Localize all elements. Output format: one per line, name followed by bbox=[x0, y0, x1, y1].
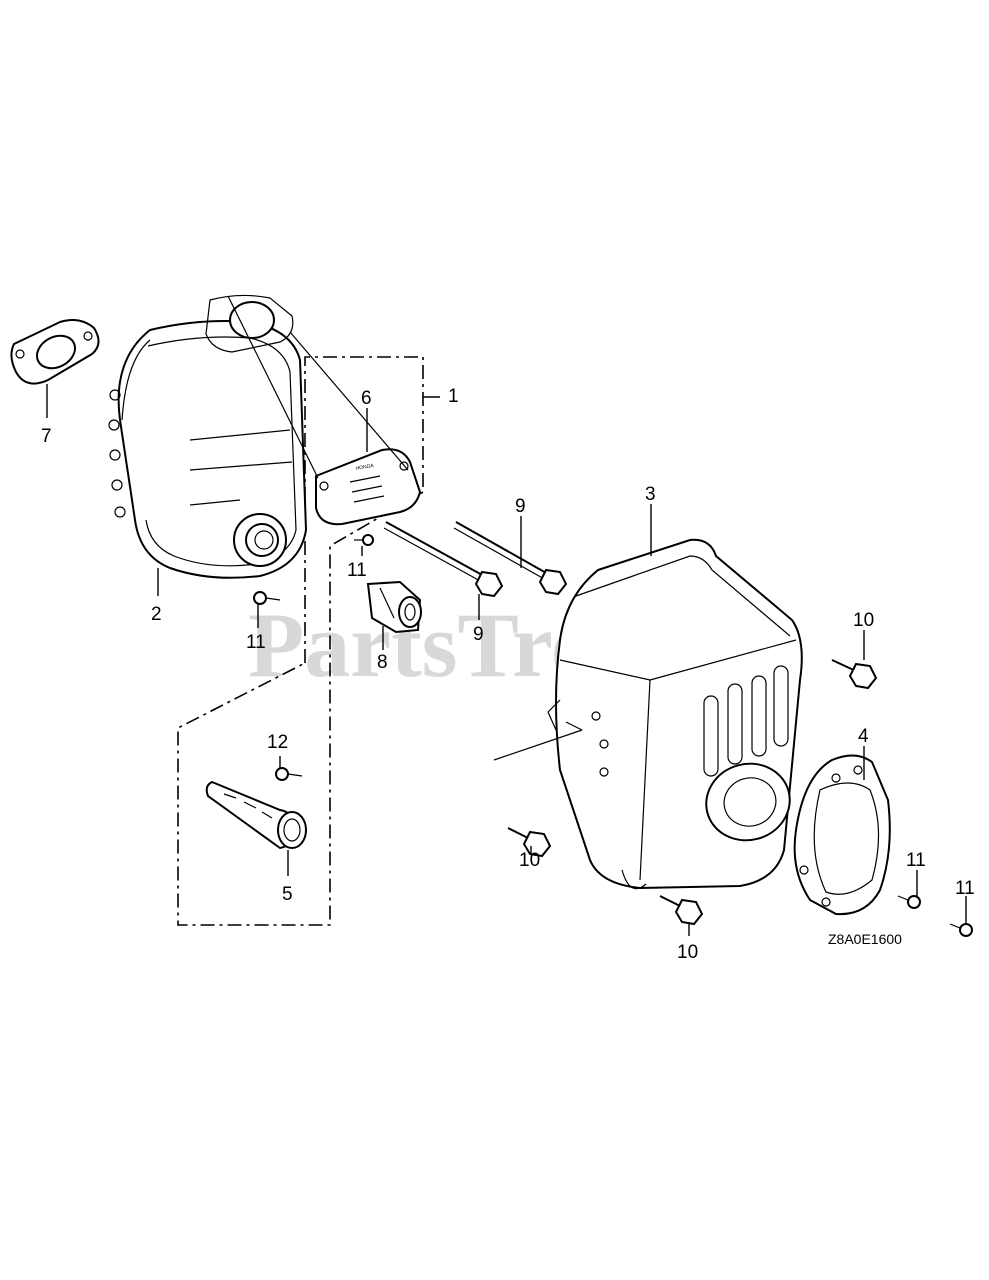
screw-part-11-b bbox=[253, 591, 281, 628]
callout-8: 8 bbox=[377, 652, 388, 673]
drawing-code: Z8A0E1600 bbox=[828, 931, 902, 947]
callout-11-c: 11 bbox=[906, 850, 926, 871]
arrester-part-5 bbox=[205, 780, 307, 876]
plate-part-6: HONDA bbox=[227, 295, 422, 526]
callout-11-a: 11 bbox=[347, 560, 367, 581]
joint-part-8 bbox=[366, 580, 422, 650]
callout-10-c: 10 bbox=[677, 942, 698, 963]
screw-part-11-a bbox=[354, 534, 374, 556]
callout-labels: 1 2 3 4 5 6 7 8 9 9 10 10 10 11 11 11 11… bbox=[41, 386, 975, 963]
callout-10-a: 10 bbox=[853, 610, 874, 631]
bolt-part-9-b bbox=[383, 521, 504, 620]
callout-2: 2 bbox=[151, 604, 162, 625]
callout-9-b: 9 bbox=[473, 624, 484, 645]
callout-12: 12 bbox=[267, 732, 288, 753]
bolt-part-9-a bbox=[453, 516, 568, 596]
callout-7: 7 bbox=[41, 426, 52, 447]
screw-part-11-d bbox=[949, 896, 973, 937]
gasket-part-7 bbox=[10, 319, 100, 418]
callout-11-d: 11 bbox=[955, 878, 975, 899]
callout-4: 4 bbox=[858, 726, 869, 747]
callout-5: 5 bbox=[282, 884, 293, 905]
callout-10-b: 10 bbox=[519, 850, 540, 871]
screw-part-11-c bbox=[897, 870, 921, 909]
screw-part-12 bbox=[275, 756, 303, 781]
callout-6: 6 bbox=[361, 388, 372, 409]
callout-9-a: 9 bbox=[515, 496, 526, 517]
bolt-part-10-b bbox=[507, 827, 552, 858]
bolt-part-10-a bbox=[831, 630, 878, 690]
callout-1: 1 bbox=[448, 386, 459, 407]
plate-label: HONDA bbox=[355, 463, 374, 472]
bolt-part-10-c bbox=[659, 895, 704, 936]
cover-part-4 bbox=[793, 746, 891, 916]
muffler-part-2 bbox=[108, 294, 308, 596]
callout-3: 3 bbox=[645, 484, 656, 505]
protector-part-3 bbox=[493, 504, 803, 890]
kit-boundary bbox=[177, 356, 440, 926]
callout-11-b: 11 bbox=[246, 632, 266, 653]
